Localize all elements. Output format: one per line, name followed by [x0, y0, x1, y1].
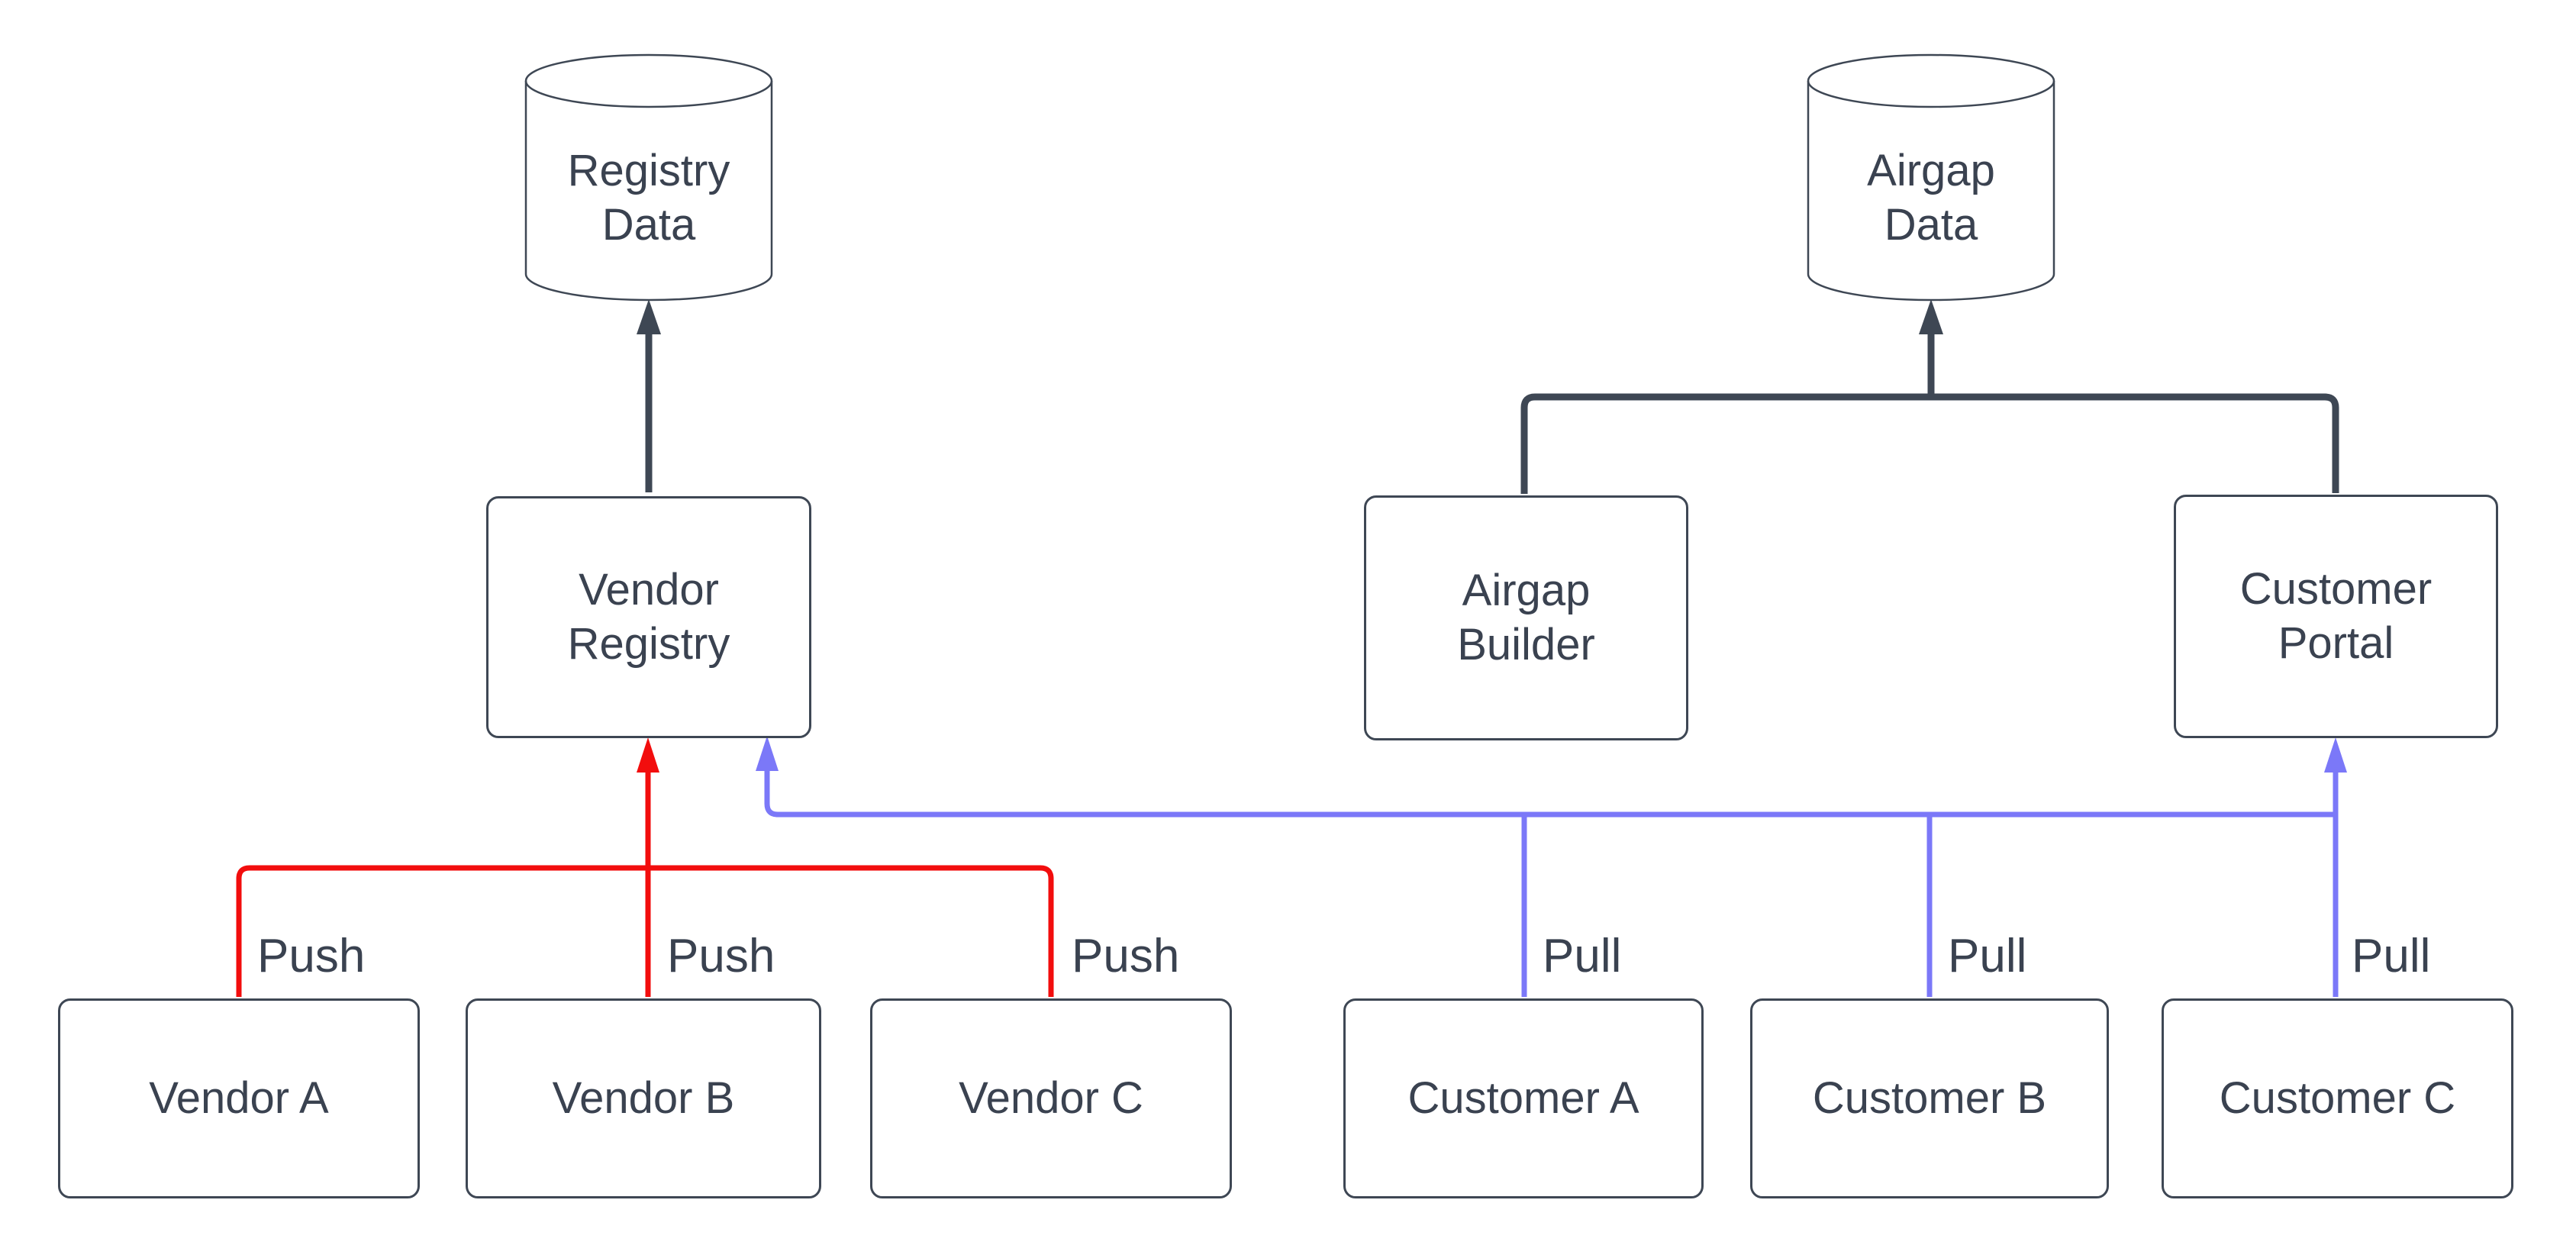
arrowhead-airgap-data — [1919, 299, 1943, 334]
node-registry-data: Registry Data — [526, 115, 772, 282]
node-label-line: Customer A — [1407, 1073, 1639, 1123]
arrowhead-registry-data — [637, 299, 661, 334]
registry-data-cylinder-rim — [524, 80, 773, 108]
airgap-data-cylinder-rim — [1807, 80, 2055, 108]
node-vendor-a: Vendor A — [58, 998, 420, 1198]
node-label-line: Vendor A — [149, 1073, 329, 1123]
edge-label-push-vendor-a: Push — [254, 931, 369, 982]
node-label-line: Vendor — [579, 564, 719, 614]
edge-label-pull-customer-c: Pull — [2349, 931, 2434, 982]
arrowhead-pull-customer-portal — [2324, 737, 2347, 773]
node-label-line: Data — [1884, 200, 1978, 250]
node-label-line: Customer C — [2219, 1073, 2456, 1123]
node-vendor-c: Vendor C — [870, 998, 1232, 1198]
edge-label-pull-customer-b: Pull — [1945, 931, 2030, 982]
airgap-data-cylinder — [1807, 53, 2055, 302]
node-vendor-b: Vendor B — [466, 998, 821, 1198]
registry-data-cylinder — [524, 53, 773, 302]
node-label-line: Vendor B — [552, 1073, 735, 1123]
node-vendor-registry: Vendor Registry — [486, 496, 811, 738]
node-label-line: Registry — [567, 618, 730, 669]
node-customer-b: Customer B — [1750, 998, 2109, 1198]
node-label-line: Data — [601, 200, 696, 250]
node-label-line: Customer B — [1812, 1073, 2047, 1123]
node-label-line: Customer — [2239, 563, 2433, 614]
edge-label-push-vendor-b: Push — [664, 931, 779, 982]
arrowhead-push-vendor-registry — [637, 737, 659, 773]
edge-airgap-builder-customer-portal-bus — [1520, 393, 2339, 494]
edge-label-pull-customer-a: Pull — [1539, 931, 1625, 982]
node-customer-a: Customer A — [1343, 998, 1704, 1198]
edge-pull-bus — [764, 769, 2336, 818]
node-label-line: Airgap — [1462, 565, 1591, 615]
node-airgap-data: Airgap Data — [1808, 115, 2054, 282]
edge-label-push-vendor-c: Push — [1069, 931, 1183, 982]
node-label-line: Airgap — [1867, 146, 1995, 196]
node-label-line: Vendor C — [959, 1073, 1143, 1123]
node-label-line: Builder — [1457, 619, 1595, 669]
arrowhead-pull-vendor-registry — [756, 736, 779, 771]
edge-push-bus — [236, 865, 1054, 997]
node-customer-c: Customer C — [2162, 998, 2513, 1198]
node-label-line: Portal — [2278, 618, 2394, 668]
node-airgap-builder: Airgap Builder — [1364, 495, 1688, 740]
node-customer-portal: Customer Portal — [2174, 495, 2498, 738]
node-label-line: Registry — [567, 146, 730, 196]
